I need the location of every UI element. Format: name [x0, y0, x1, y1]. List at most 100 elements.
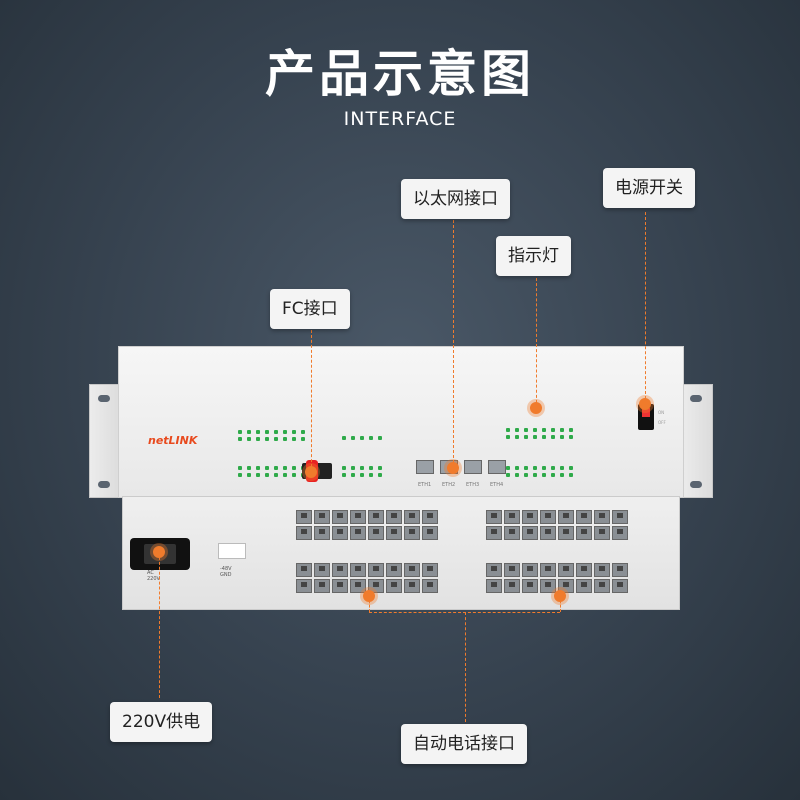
- phone-port[interactable]: [558, 510, 574, 524]
- phone-port[interactable]: [422, 563, 438, 577]
- led: [342, 473, 346, 477]
- leader-power-switch: [645, 212, 646, 404]
- eth-port-1-label: ETH1: [418, 482, 432, 488]
- phone-port[interactable]: [422, 526, 438, 540]
- led: [342, 436, 346, 440]
- phone-port[interactable]: [540, 579, 556, 593]
- phone-port[interactable]: [612, 563, 628, 577]
- eth-port-1[interactable]: [416, 460, 434, 474]
- phone-port[interactable]: [540, 526, 556, 540]
- phone-port[interactable]: [350, 526, 366, 540]
- phone-port[interactable]: [576, 579, 592, 593]
- callout-ethernet: 以太网接口: [401, 179, 510, 219]
- phone-port[interactable]: [368, 510, 384, 524]
- phone-port[interactable]: [350, 510, 366, 524]
- phone-port[interactable]: [386, 510, 402, 524]
- phone-port[interactable]: [504, 579, 520, 593]
- led: [351, 473, 355, 477]
- phone-port[interactable]: [296, 563, 312, 577]
- page-subtitle: INTERFACE: [343, 108, 457, 130]
- phone-port[interactable]: [386, 579, 402, 593]
- leader-ethernet: [453, 220, 454, 468]
- phone-port[interactable]: [422, 510, 438, 524]
- phone-port[interactable]: [558, 563, 574, 577]
- phone-port[interactable]: [612, 526, 628, 540]
- phone-port[interactable]: [422, 579, 438, 593]
- phone-port[interactable]: [504, 526, 520, 540]
- phone-port[interactable]: [332, 579, 348, 593]
- led: [533, 428, 537, 432]
- phone-port[interactable]: [386, 563, 402, 577]
- phone-port[interactable]: [594, 563, 610, 577]
- eth-port-2-label: ETH2: [442, 482, 456, 488]
- phone-port[interactable]: [314, 579, 330, 593]
- phone-port[interactable]: [314, 563, 330, 577]
- phone-port[interactable]: [576, 526, 592, 540]
- phone-port-block-1: [296, 510, 438, 540]
- eth-port-3[interactable]: [464, 460, 482, 474]
- phone-port[interactable]: [368, 526, 384, 540]
- led: [560, 435, 564, 439]
- phone-port[interactable]: [486, 526, 502, 540]
- phone-port[interactable]: [558, 579, 574, 593]
- phone-port[interactable]: [404, 579, 420, 593]
- phone-port[interactable]: [404, 510, 420, 524]
- phone-port[interactable]: [332, 510, 348, 524]
- phone-port[interactable]: [314, 510, 330, 524]
- led: [301, 437, 305, 441]
- eth-port-4[interactable]: [488, 460, 506, 474]
- callout-phone: 自动电话接口: [401, 724, 527, 764]
- led: [369, 466, 373, 470]
- led: [283, 430, 287, 434]
- led: [533, 435, 537, 439]
- phone-port[interactable]: [350, 579, 366, 593]
- phone-port[interactable]: [296, 579, 312, 593]
- phone-port[interactable]: [486, 579, 502, 593]
- phone-port[interactable]: [386, 526, 402, 540]
- phone-port[interactable]: [594, 526, 610, 540]
- phone-port[interactable]: [332, 526, 348, 540]
- phone-port[interactable]: [404, 526, 420, 540]
- led: [238, 466, 242, 470]
- phone-port[interactable]: [576, 510, 592, 524]
- led: [551, 466, 555, 470]
- phone-port[interactable]: [540, 563, 556, 577]
- phone-port[interactable]: [594, 510, 610, 524]
- phone-port[interactable]: [504, 563, 520, 577]
- led: [569, 466, 573, 470]
- switch-on-label: ON: [658, 410, 665, 415]
- power-switch[interactable]: [638, 404, 654, 430]
- phone-port[interactable]: [368, 563, 384, 577]
- led: [515, 466, 519, 470]
- phone-port[interactable]: [296, 526, 312, 540]
- phone-port[interactable]: [540, 510, 556, 524]
- phone-port[interactable]: [486, 563, 502, 577]
- phone-port[interactable]: [558, 526, 574, 540]
- led: [524, 428, 528, 432]
- phone-port[interactable]: [522, 526, 538, 540]
- phone-port[interactable]: [612, 579, 628, 593]
- phone-port[interactable]: [350, 563, 366, 577]
- led: [542, 466, 546, 470]
- phone-port[interactable]: [522, 510, 538, 524]
- led-group-1: [238, 430, 305, 441]
- phone-port[interactable]: [504, 510, 520, 524]
- phone-port[interactable]: [612, 510, 628, 524]
- phone-port[interactable]: [332, 563, 348, 577]
- led: [265, 437, 269, 441]
- dc-terminal[interactable]: [218, 543, 246, 559]
- phone-port[interactable]: [486, 510, 502, 524]
- phone-port[interactable]: [522, 579, 538, 593]
- dc-terminal-label: -48V GND: [220, 566, 232, 578]
- marker-power-switch: [639, 398, 651, 410]
- phone-port[interactable]: [522, 563, 538, 577]
- led: [506, 473, 510, 477]
- page-title: 产品示意图: [265, 45, 535, 103]
- phone-port[interactable]: [368, 579, 384, 593]
- marker-power-supply: [153, 546, 165, 558]
- phone-port[interactable]: [576, 563, 592, 577]
- phone-port[interactable]: [404, 563, 420, 577]
- phone-port[interactable]: [314, 526, 330, 540]
- phone-port[interactable]: [594, 579, 610, 593]
- phone-port[interactable]: [296, 510, 312, 524]
